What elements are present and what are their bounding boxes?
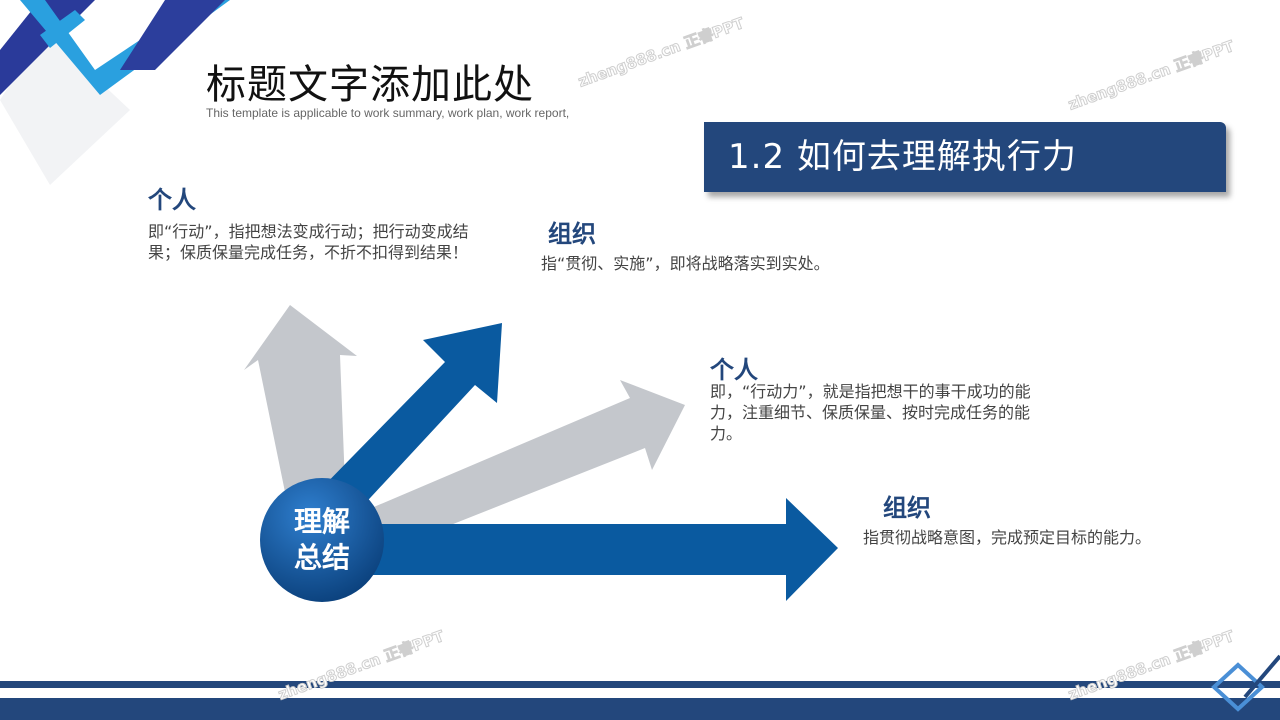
arrow-gray-up	[244, 305, 357, 492]
block-3-heading: 个人	[710, 356, 758, 384]
footer-bars	[0, 654, 1280, 720]
arrows	[244, 305, 838, 601]
block-4-heading: 组织	[883, 494, 931, 522]
block-3-text: 即，“行动力”，就是指把想干的事干成功的能力，注重细节、保质保量、按时完成任务的…	[710, 382, 1031, 443]
arrow-gray-right	[355, 380, 685, 555]
block-1-text: 即“行动”，指把想法变成行动；把行动变成结果；保质保量完成任务，不折不扣得到结果…	[148, 222, 469, 262]
block-2-text: 指“贯彻、实施”，即将战略落实到实处。	[541, 254, 830, 273]
arrow-blue-right	[330, 498, 838, 601]
center-label-line1: 理解	[293, 505, 350, 538]
center-label-line2: 总结	[293, 541, 350, 574]
block-2-heading: 组织	[548, 220, 596, 248]
section-banner: 1.2 如何去理解执行力	[704, 122, 1226, 192]
corner-decoration	[0, 0, 230, 185]
page-subtitle: This template is applicable to work summ…	[206, 106, 570, 120]
center-circle	[260, 478, 384, 602]
page-title: 标题文字添加此处	[206, 62, 534, 108]
block-4-text: 指贯彻战略意图，完成预定目标的能力。	[863, 528, 1152, 547]
block-1-heading: 个人	[148, 186, 196, 214]
arrow-blue-diagonal	[310, 323, 502, 525]
center-label: 理解总结	[260, 478, 384, 602]
